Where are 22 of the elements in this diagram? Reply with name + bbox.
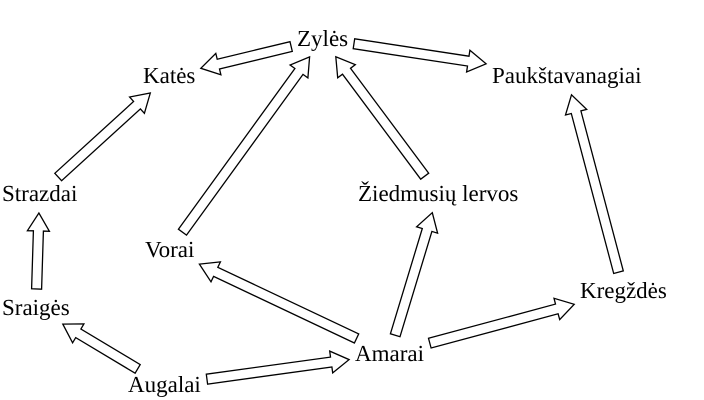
node-label: Zylės xyxy=(297,26,348,52)
block-arrow xyxy=(206,350,350,385)
block-arrow xyxy=(54,92,152,182)
block-arrow xyxy=(390,212,439,338)
block-arrow xyxy=(335,56,430,180)
node-label: Katės xyxy=(143,63,196,89)
node-label: Vorai xyxy=(145,237,194,263)
node-label: Augalai xyxy=(128,372,201,398)
node-label: Paukštavanagiai xyxy=(492,63,642,89)
node-label: Žiedmusių lervos xyxy=(358,181,518,207)
block-arrow xyxy=(178,56,310,236)
block-arrow xyxy=(352,38,488,74)
block-arrow xyxy=(200,40,294,76)
block-arrow xyxy=(564,94,624,274)
node-label: Amarai xyxy=(355,341,424,367)
block-arrow xyxy=(428,297,576,349)
node-label: Strazdai xyxy=(2,181,78,207)
block-arrow xyxy=(198,261,360,344)
block-arrow xyxy=(26,212,51,290)
block-arrow xyxy=(62,323,142,374)
node-label: Kregždės xyxy=(580,278,667,304)
node-label: Sraigės xyxy=(2,295,70,321)
